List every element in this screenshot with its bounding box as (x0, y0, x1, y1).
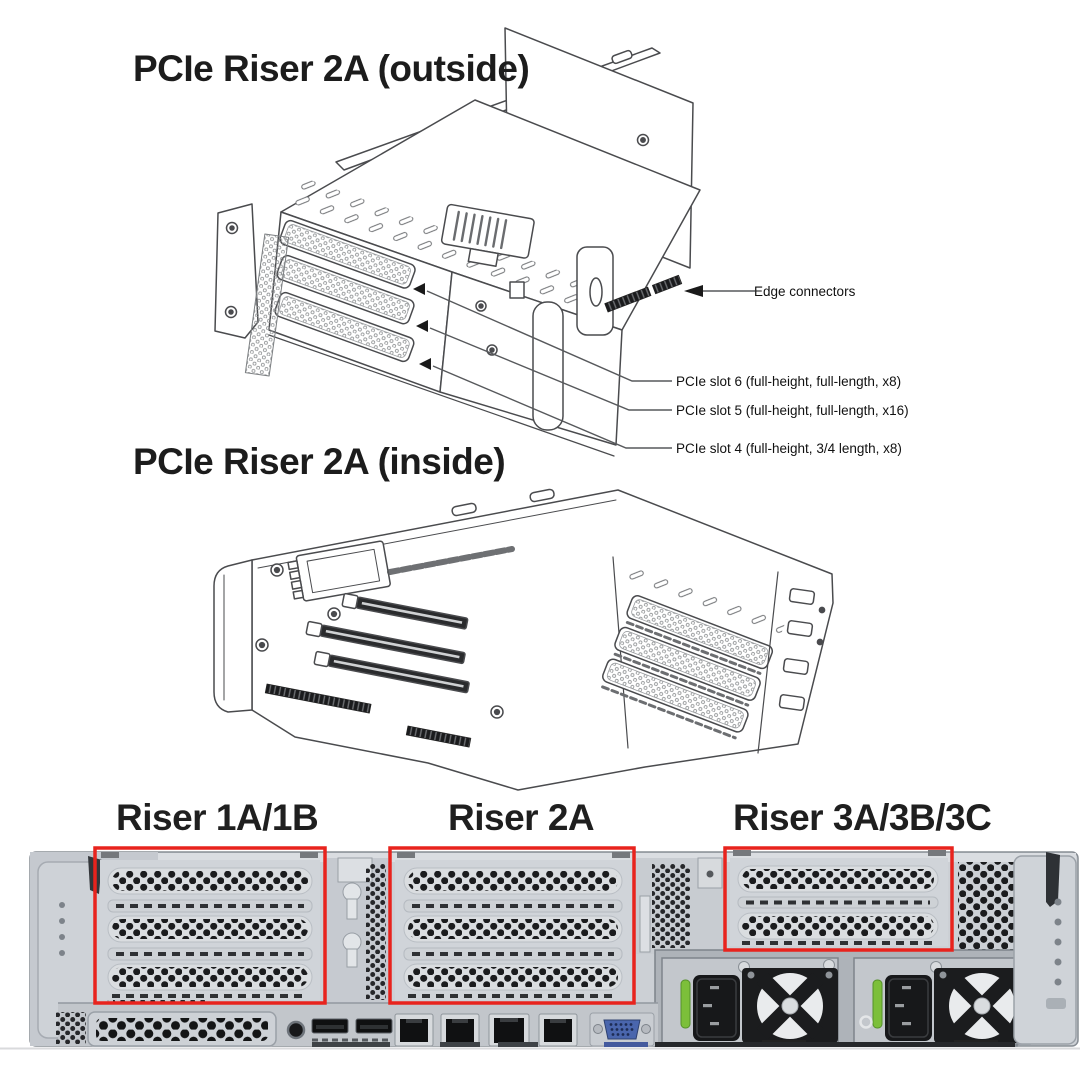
riser-left-endcap (214, 203, 290, 377)
riser-latch (440, 203, 535, 268)
riser2-highlight-box (388, 846, 636, 1005)
slot6-leader-line (426, 290, 672, 382)
edge-connectors-callout: Edge connectors (754, 284, 856, 299)
ethernet-port (488, 1013, 530, 1047)
riser-support-clips (475, 246, 614, 431)
io-vent-holes (56, 1012, 86, 1044)
callout-leader-lines (426, 290, 755, 449)
ocp-slot (87, 1011, 277, 1047)
riser3-bay (730, 850, 948, 946)
riser-inside-handle (213, 559, 253, 713)
pcie-slot6-callout: PCIe slot 6 (full-height, full-length, x… (676, 374, 902, 389)
riser-slot-strips (274, 219, 431, 370)
pcie-slot4-callout: PCIe slot 4 (full-height, 3/4 length, x8… (676, 441, 902, 456)
slot5-marker (416, 320, 428, 332)
edge-connector-strip (604, 274, 683, 313)
riser-2a-outside-drawing (214, 27, 701, 457)
psu-bay (654, 949, 1030, 1046)
outside-figure-title: PCIe Riser 2A (outside) (133, 48, 530, 89)
usb-port (355, 1018, 393, 1034)
center-column-2 (636, 857, 725, 954)
ethernet-port (440, 1013, 480, 1047)
io-panel (56, 1002, 658, 1047)
riser-board-text (387, 546, 515, 575)
riser3-label: Riser 3A/3B/3C (733, 797, 992, 838)
riser-inside-endcap (757, 571, 826, 754)
riser2-slot-panels (403, 867, 623, 998)
ethernet-port (538, 1013, 578, 1047)
edge-connectors-arrow-icon (684, 285, 703, 297)
console-port (286, 1020, 306, 1040)
ear-slot (1046, 998, 1066, 1009)
riser-board-screws (255, 563, 504, 719)
riser-inside-edge-connectors (264, 683, 472, 748)
riser1-label: Riser 1A/1B (116, 797, 319, 838)
riser1-highlight-box (93, 846, 327, 1005)
slot4-leader-line (432, 365, 672, 449)
usb-port (311, 1018, 349, 1034)
ear-latch-hook (1046, 852, 1060, 907)
riser2-bay (395, 852, 632, 1000)
inside-figure-title: PCIe Riser 2A (inside) (133, 441, 506, 482)
chassis-top-edge (32, 853, 1076, 862)
slot5-leader-line (429, 327, 672, 411)
riser2-label: Riser 2A (448, 797, 595, 838)
riser3-highlight-box (723, 846, 954, 952)
vga-port (589, 1012, 655, 1047)
riser-inside-slot-strips (601, 595, 774, 740)
slot6-marker (413, 283, 425, 295)
center-column-1 (326, 857, 388, 1004)
riser-inside-body (251, 489, 834, 791)
psu-2 (854, 958, 1030, 1045)
riser1-slot-panels (107, 867, 313, 998)
rack-ear-right (1013, 852, 1077, 1045)
server-rear-view (0, 846, 1080, 1049)
riser-vent-band (289, 175, 617, 318)
riser3-slot-panels (737, 865, 939, 945)
riser-2a-inside-drawing (213, 488, 834, 791)
riser-pcie-slot-connectors (305, 592, 470, 694)
riser1-bay (100, 852, 320, 1000)
slot4-marker (419, 358, 431, 370)
ethernet-port (394, 1013, 434, 1047)
riser-power-connector (287, 540, 391, 602)
psu-1 (662, 958, 838, 1045)
pcie-slot5-callout: PCIe slot 5 (full-height, full-length, x… (676, 403, 909, 418)
